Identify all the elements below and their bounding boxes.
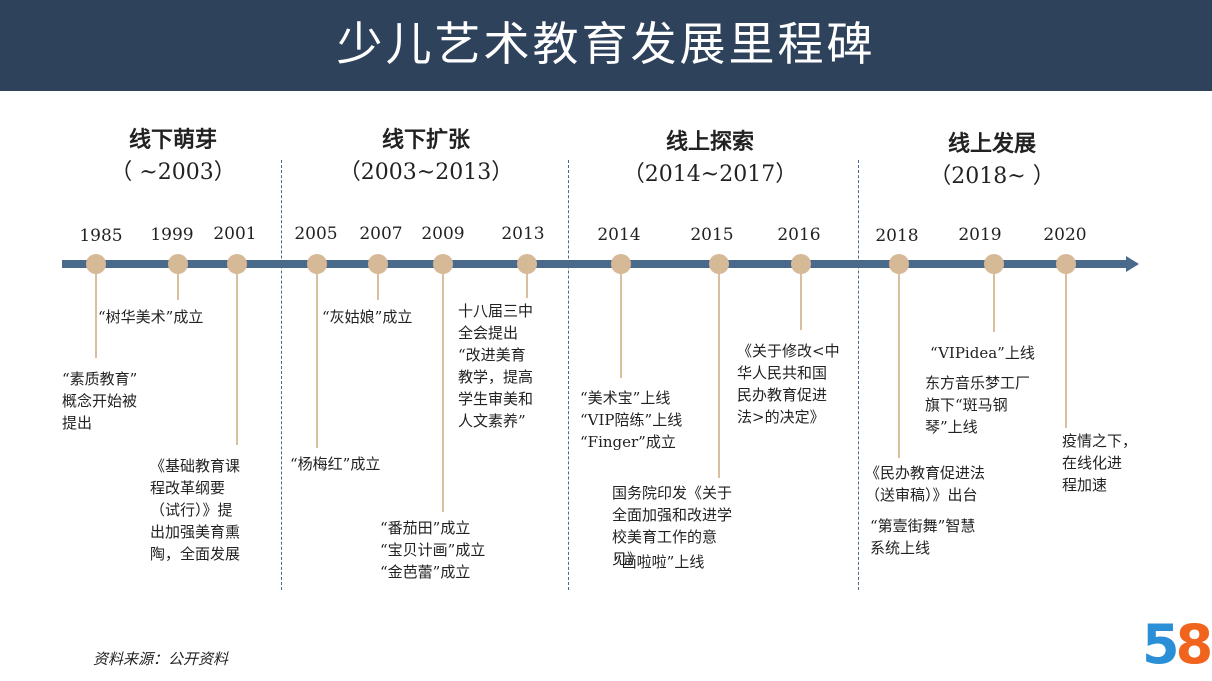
event-text: 东方音乐梦工厂 旗下“斑马钢 琴”上线 [925, 374, 1031, 436]
event-text: “美术宝”上线 “VIP陪练”上线 “Finger”成立 [580, 389, 683, 451]
milestone-marker [307, 254, 327, 274]
event-text: 《基础教育课 程改革纲要 （试行）》提 出加强美育熏 陶，全面发展 [150, 457, 241, 563]
milestone-marker [984, 254, 1004, 274]
milestone-marker [611, 254, 631, 274]
year-label: 2018 [875, 226, 919, 246]
milestone-marker [1056, 254, 1076, 274]
logo-digit: 8 [1175, 613, 1212, 676]
phase-name-2: 线下扩张 [381, 127, 470, 153]
year-label: 1985 [79, 226, 123, 246]
year-label: 2015 [690, 225, 734, 245]
milestone-marker [86, 254, 106, 274]
event-text: “杨梅红”成立 [290, 455, 381, 473]
year-label: 2016 [777, 225, 821, 245]
year-label: 2007 [359, 224, 403, 244]
phase-name-4: 线上发展 [947, 131, 1036, 157]
phase-divider [281, 160, 282, 590]
phase-name-1: 线下萌芽 [128, 127, 217, 153]
phase-years-1: （ ~2003） [110, 160, 236, 185]
event-text: “素质教育” 概念开始被 提出 [62, 370, 138, 432]
year-label: 2013 [501, 224, 545, 244]
event-text: 国务院印发《关于 全面加强和改进学 校美育工作的意 见》 [612, 484, 733, 568]
event-text: 疫情之下， 在线化进 程加速 [1062, 432, 1138, 494]
event-text: “树华美术”成立 [98, 308, 204, 326]
brand-logo: 58 [1142, 618, 1212, 672]
title-bar: 少儿艺术教育发展里程碑 [0, 0, 1212, 91]
event-text: 《关于修改<中 华人民共和国 民办教育促进 法>的决定》 [737, 342, 840, 426]
year-label: 2005 [294, 224, 338, 244]
source-note: 资料来源：公开资料 [93, 650, 229, 668]
event-text: 《民办教育促进法 （送审稿）》出台 [865, 464, 986, 504]
year-label: 1999 [150, 225, 194, 245]
event-text: “第壹街舞”智慧 系统上线 [870, 517, 976, 557]
phase-years-2: （2003~2013） [338, 160, 514, 185]
phase-years-4: （2018~ ） [929, 164, 1055, 189]
year-label: 2020 [1043, 225, 1087, 245]
milestone-marker [227, 254, 247, 274]
event-text: “番茄田”成立 “宝贝计画”成立 “金芭蕾”成立 [380, 519, 486, 581]
page-title: 少儿艺术教育发展里程碑 [336, 17, 876, 71]
milestone-marker [433, 254, 453, 274]
year-label: 2014 [597, 225, 641, 245]
milestone-marker [709, 254, 729, 274]
event-text: “画啦啦”上线 [614, 553, 705, 571]
event-text: “VIPidea”上线 [930, 344, 1035, 362]
logo-digit: 5 [1142, 613, 1180, 676]
phase-name-3: 线上探索 [665, 129, 754, 155]
event-text: 十八届三中 全会提出 “改进美育 教学，提高 学生审美和 人文素养” [458, 302, 534, 430]
phase-divider [858, 160, 859, 590]
milestone-marker [889, 254, 909, 274]
milestone-marker [791, 254, 811, 274]
milestone-marker [517, 254, 537, 274]
year-label: 2019 [958, 225, 1002, 245]
event-text: “灰姑娘”成立 [322, 308, 413, 326]
year-label: 2001 [213, 224, 257, 244]
milestone-marker [168, 254, 188, 274]
axis-arrowhead [1126, 256, 1139, 272]
year-label: 2009 [421, 224, 465, 244]
milestone-marker [368, 254, 388, 274]
phase-divider [568, 160, 569, 590]
phase-years-3: （2014~2017） [622, 162, 798, 187]
